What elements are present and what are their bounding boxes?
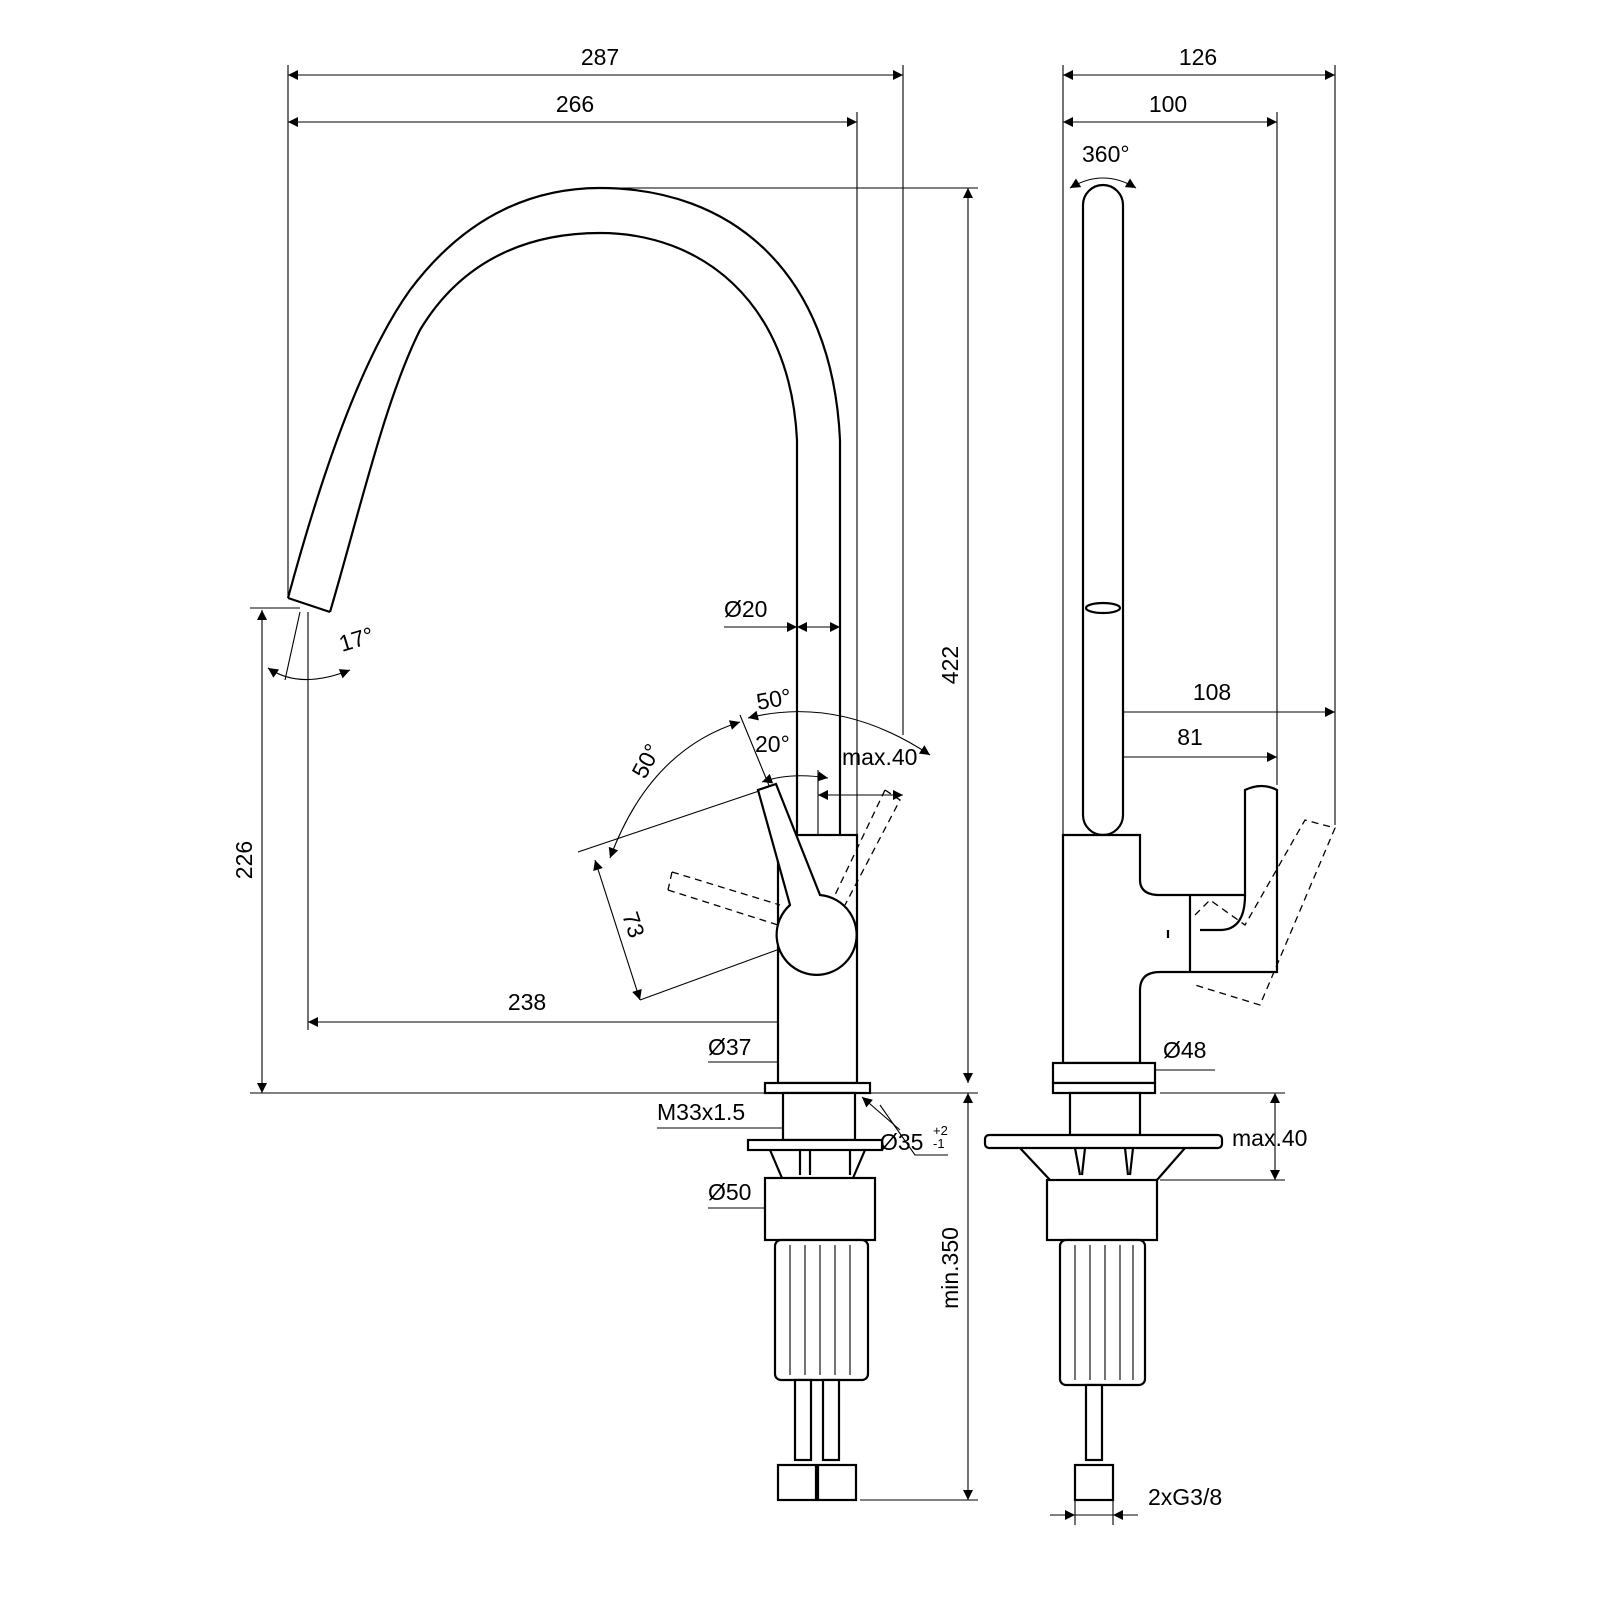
- side-view: 126 100 360° 108 81 Ø48 max.40 2xG3/8: [983, 44, 1336, 1525]
- side-spout: [1081, 183, 1125, 837]
- dim-d20: Ø20: [724, 596, 767, 622]
- dim-17deg: 17°: [336, 622, 377, 657]
- side-sleeve-ribs: [1074, 1245, 1134, 1380]
- hose-fitting-2: [816, 1463, 858, 1502]
- dim-d35-tol-plus: +2: [933, 1123, 948, 1138]
- lever-handle: [756, 782, 858, 976]
- dim-100: 100: [1149, 91, 1187, 117]
- hose-2: [821, 1378, 841, 1462]
- dim-d48: Ø48: [1163, 1037, 1206, 1063]
- side-hose: [1084, 1383, 1104, 1462]
- hose-fitting-1: [776, 1463, 818, 1502]
- spout: [286, 186, 842, 835]
- dim-226: 226: [231, 841, 257, 879]
- dim-287: 287: [581, 44, 619, 70]
- dim-108: 108: [1193, 679, 1231, 705]
- hose-1: [793, 1378, 813, 1462]
- side-nut: [1045, 1178, 1159, 1242]
- side-hose-fitting: [1073, 1463, 1115, 1502]
- side-body: [1061, 784, 1279, 1065]
- front-extension-lines: [250, 65, 978, 1501]
- aerator: [1084, 601, 1122, 615]
- side-base-ring: [1051, 1081, 1157, 1095]
- side-washer: [983, 1133, 1224, 1150]
- dim-422: 422: [937, 646, 963, 684]
- dim-min350: min.350: [937, 1227, 963, 1309]
- dim-max40-lever: max.40: [842, 744, 917, 770]
- front-view: 287 266 422 226 17° Ø20 50° 50° 20° max.…: [231, 44, 978, 1502]
- dim-81: 81: [1177, 724, 1203, 750]
- dim-max40-deck: max.40: [1232, 1125, 1307, 1151]
- dim-266: 266: [556, 91, 594, 117]
- dim-238: 238: [508, 989, 546, 1015]
- base-plate: [763, 1081, 872, 1095]
- dim-73: 73: [617, 909, 650, 941]
- side-washer-legs: [1019, 1147, 1186, 1181]
- side-lever-alt-position: [1194, 819, 1336, 1006]
- fixing-washer: [746, 1138, 884, 1152]
- dim-d35: Ø35: [880, 1129, 923, 1155]
- sleeve-ribs: [789, 1245, 851, 1375]
- fixing-nut: [763, 1176, 877, 1242]
- dim-d37: Ø37: [708, 1034, 751, 1060]
- side-shank: [1068, 1091, 1142, 1137]
- dim-d35-tol-minus: -1: [933, 1136, 945, 1151]
- ribbed-sleeve: [773, 1238, 870, 1382]
- side-extension-lines: [1062, 65, 1336, 1525]
- side-base-plate: [1051, 1061, 1157, 1085]
- dim-50deg-left: 50°: [626, 739, 665, 782]
- dim-thread: M33x1.5: [657, 1099, 745, 1125]
- dim-20deg: 20°: [755, 731, 790, 757]
- dim-d50: Ø50: [708, 1179, 751, 1205]
- side-ribbed-sleeve: [1058, 1238, 1147, 1387]
- dim-360deg: 360°: [1082, 141, 1130, 167]
- dim-50deg-top: 50°: [754, 683, 793, 715]
- dim-2xg38: 2xG3/8: [1148, 1484, 1222, 1510]
- threaded-shank: [781, 1091, 857, 1142]
- dim-126: 126: [1179, 44, 1217, 70]
- washer-legs: [768, 1149, 867, 1179]
- side-lever-detail: [1188, 894, 1247, 972]
